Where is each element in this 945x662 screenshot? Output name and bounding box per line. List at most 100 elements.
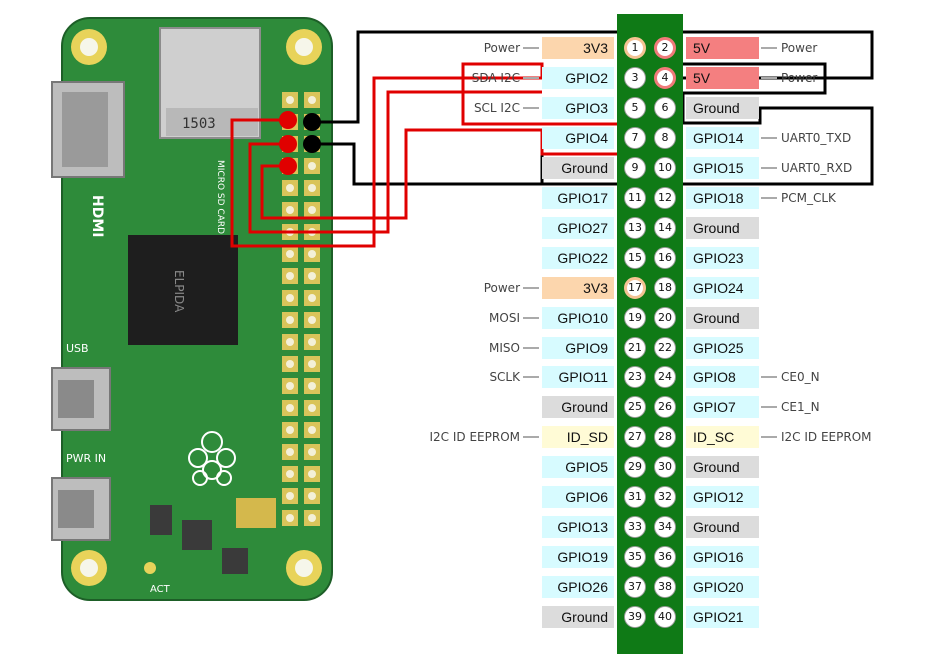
pin-function-label: MISO [489,340,520,355]
pin-label: GPIO5 [542,456,614,479]
pin-5: 5 [624,96,646,119]
pin-function-label: CE1_N [781,400,820,415]
pin-function-label: SCL I2C [473,100,520,115]
header-hole [286,184,294,192]
pin-function-label: PCM_CLK [781,190,836,205]
pin-function-label: SCLK [489,370,520,385]
pin-4: 4 [654,66,676,89]
annotation-tick [523,47,539,49]
pin-label: Ground [542,156,614,179]
mounting-holes [71,29,322,586]
pin-17: 17 [624,276,646,299]
pin-label: 5V [686,66,759,89]
pin-22: 22 [654,336,676,359]
pin-7: 7 [624,126,646,149]
header-hole [286,470,294,478]
header-hole [308,426,316,434]
wire-connector-dot [279,135,297,153]
pin-18: 18 [654,276,676,299]
header-hole [286,338,294,346]
pin-label: GPIO26 [542,576,614,599]
pin-33: 33 [624,516,646,539]
wire [312,30,874,124]
raspberry-logo-icon [188,431,236,486]
pin-label: GPIO3 [542,96,614,119]
pin-3: 3 [624,66,646,89]
annotation-tick [523,76,539,79]
annotation-tick [761,436,777,439]
pin-19: 19 [624,306,646,329]
pin-35: 35 [624,546,646,569]
pin-label: GPIO7 [686,396,759,419]
wire-connector-dot [279,157,297,175]
header-hole [308,382,316,390]
pin-function-label: MOSI [489,310,520,325]
pin-label: Ground [686,306,759,329]
header-hole [308,250,316,258]
pin-label: 3V3 [542,37,614,59]
header-hole [308,470,316,478]
component [150,505,172,535]
wire [260,124,654,220]
pin-27: 27 [624,426,646,449]
header-hole [286,514,294,522]
pin-label: Ground [686,456,759,479]
pin-label: GPIO18 [686,186,759,209]
pin-function-label: I2C ID EEPROM [781,430,872,445]
annotation-tick [761,406,777,409]
annotation-tick [761,76,777,79]
board-gpio-header [282,92,320,526]
wire [248,90,542,234]
header-hole [308,492,316,500]
act-led [144,562,156,574]
header-hole [286,316,294,324]
pin-13: 13 [624,216,646,239]
pin-28: 28 [654,426,676,449]
soc-chip [128,235,238,345]
wire-connector-dot [279,111,297,129]
wire-connector-dot [303,113,321,131]
pin-label: GPIO21 [686,606,759,629]
header-hole [308,272,316,280]
pin-label: 3V3 [542,276,614,299]
pin-label: GPIO11 [542,366,614,389]
usb-label: USB [66,342,89,355]
pin-label: GPIO24 [686,276,759,299]
pin-function-label: UART0_RXD [781,160,853,175]
pwr-in-label: PWR IN [66,452,106,465]
header-hole [308,338,316,346]
header-hole [286,426,294,434]
pin-1: 1 [624,37,646,59]
pin-label: GPIO27 [542,216,614,239]
component [236,498,276,528]
header-hole [286,382,294,390]
component [222,548,248,574]
pin-label: GPIO15 [686,156,759,179]
pin-label: GPIO4 [542,126,614,149]
pin-37: 37 [624,576,646,599]
pin-function-label: Power [483,280,520,295]
header-hole [286,448,294,456]
sd-code-text: 1503 [182,116,216,132]
pin-label: GPIO17 [542,186,614,209]
wire [312,62,874,186]
pin-function-label: UART0_TXD [781,130,852,145]
pin-38: 38 [654,576,676,599]
annotation-tick [523,376,539,379]
pin-20: 20 [654,306,676,329]
hdmi-label: HDMI [89,195,105,237]
header-hole [308,206,316,214]
pin-function-label: Power [781,70,818,85]
header-hole [286,360,294,368]
header-hole [308,316,316,324]
pin-label: GPIO6 [542,486,614,509]
pin-15: 15 [624,246,646,269]
pin-label: 5V [686,37,759,59]
annotation-tick [523,436,539,439]
pin-label: GPIO16 [686,546,759,569]
pin-25: 25 [624,396,646,419]
pin-39: 39 [624,606,646,629]
header-hole [308,448,316,456]
pin-label: Ground [686,216,759,239]
pin-14: 14 [654,216,676,239]
